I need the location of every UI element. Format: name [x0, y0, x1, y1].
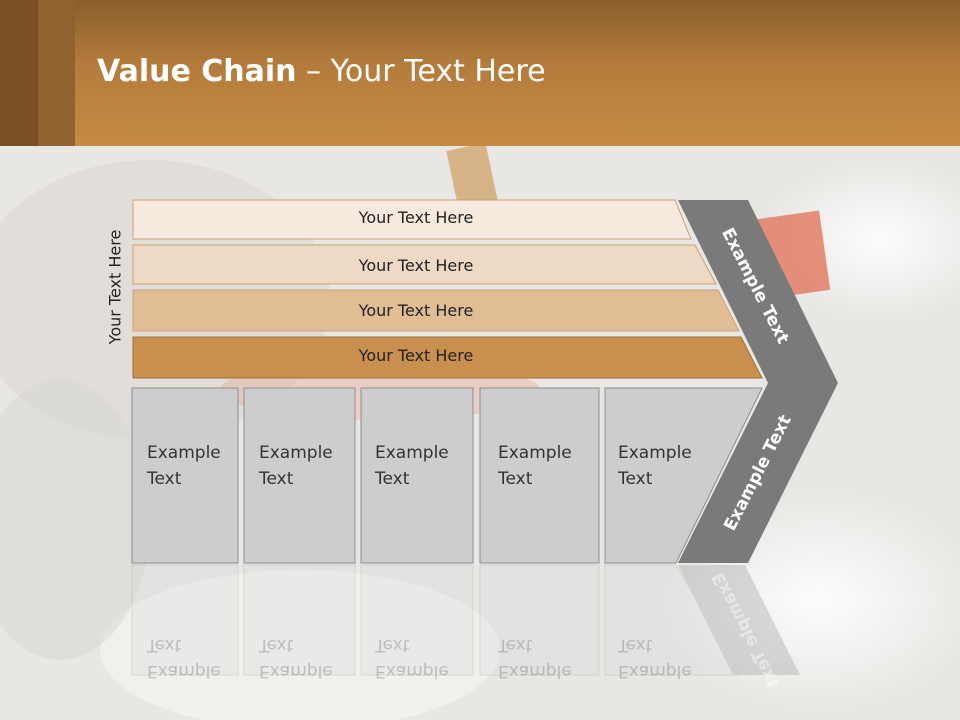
title-bar-accent [0, 0, 38, 146]
reflection [131, 564, 800, 676]
row-band-3 [132, 289, 740, 332]
row-band-2 [132, 244, 717, 285]
row-band-1 [132, 199, 692, 240]
column-box-5 [604, 387, 763, 564]
title-bar: Value Chain – Your Text Here [0, 0, 960, 146]
slide-title: Value Chain – Your Text Here [97, 54, 546, 89]
column-box-4 [479, 387, 600, 564]
row-label-3: Your Text Here [358, 301, 474, 320]
title-bar-accent [38, 0, 75, 146]
row-label-2: Your Text Here [358, 256, 474, 275]
row-label-1: Your Text Here [358, 208, 474, 227]
column-box-3 [360, 387, 474, 564]
row-label-4: Your Text Here [358, 346, 474, 365]
column-box-2 [243, 387, 356, 564]
column-box-1 [131, 387, 239, 564]
row-band-4 [132, 336, 763, 379]
chevron-arrow [678, 200, 838, 563]
